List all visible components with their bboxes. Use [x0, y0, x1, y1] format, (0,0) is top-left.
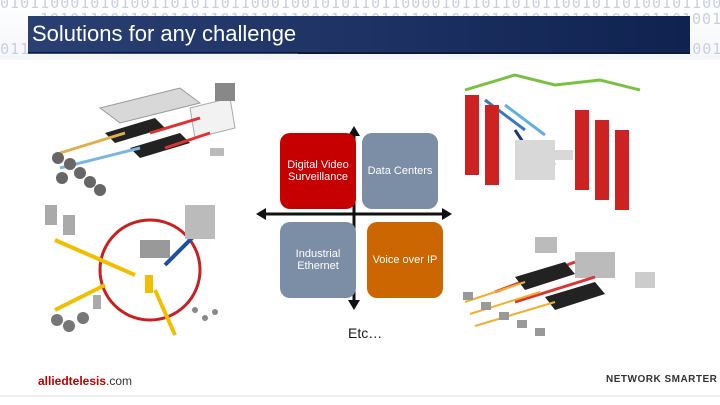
quadrant-label: Data Centers: [367, 165, 433, 177]
logo-suffix: .com: [106, 374, 133, 388]
quadrant-voice-over-ip: Voice over IP: [367, 222, 443, 298]
quadrant-video-surveillance: Digital Video Surveillance: [280, 133, 356, 209]
industrial-ring-network-icon: [45, 205, 218, 336]
quadrant-data-centers: Data Centers: [362, 133, 438, 209]
surveillance-network-icon: [52, 83, 236, 196]
slide-title: Solutions for any challenge: [32, 21, 297, 46]
title-underline: [28, 53, 298, 54]
voip-network-icon: [463, 237, 655, 336]
quadrant-industrial-ethernet: Industrial Ethernet: [280, 222, 356, 298]
company-logo: alliedtelesis.com: [38, 374, 132, 388]
tagline: NETWORK SMARTER: [606, 374, 718, 385]
datacenter-racks-icon: [464, 73, 641, 210]
quadrant-label: Voice over IP: [372, 254, 438, 266]
title-bar: Solutions for any challenge: [28, 16, 690, 54]
footer-rule: [0, 395, 720, 397]
logo-name: alliedtelesis: [38, 374, 107, 388]
etc-label: Etc…: [348, 325, 383, 341]
quadrant-label: Digital Video Surveillance: [287, 159, 349, 183]
binary-row: 1010110001010100110101101100010010101101…: [0, 0, 720, 12]
quadrant-label: Industrial Ethernet: [295, 248, 341, 272]
